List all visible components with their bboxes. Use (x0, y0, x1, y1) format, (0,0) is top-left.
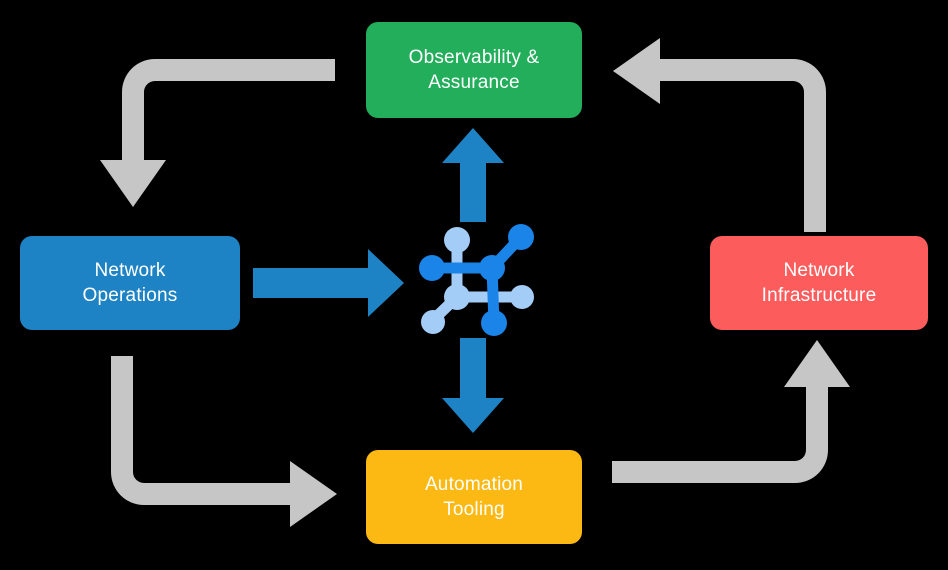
box-observability-and-assurance[interactable]: Observability & Assurance (366, 22, 582, 118)
arrow-operations-to-center (253, 249, 404, 317)
box-automation-tooling[interactable]: Automation Tooling (366, 450, 582, 544)
arrow-center-to-automation (442, 338, 504, 433)
box-network-operations[interactable]: Network Operations (20, 236, 240, 330)
arrow-observability-to-operations (100, 59, 335, 207)
arrow-operations-to-automation (111, 356, 337, 527)
arrow-center-to-observability (442, 128, 504, 222)
arrow-infrastructure-to-observability (613, 38, 826, 232)
arrow-automation-to-infrastructure (612, 340, 850, 483)
box-network-infrastructure[interactable]: Network Infrastructure (710, 236, 928, 330)
